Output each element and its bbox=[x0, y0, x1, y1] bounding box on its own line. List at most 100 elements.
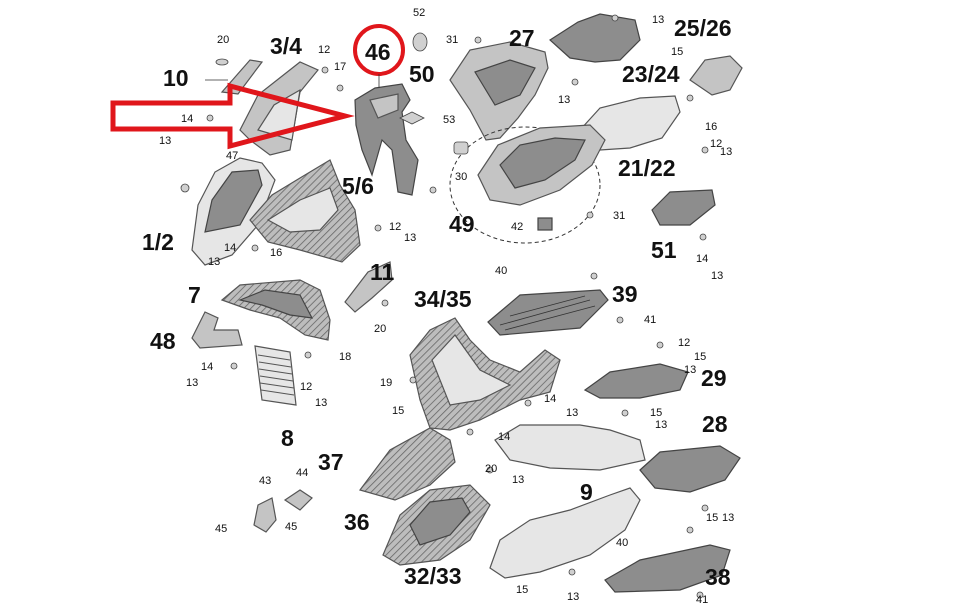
label-hw: 12 bbox=[389, 221, 401, 233]
label-hw: 17 bbox=[334, 61, 346, 73]
part-44-bracket-icon bbox=[283, 489, 313, 511]
label-hw: 13 bbox=[208, 256, 220, 268]
bolt-icons bbox=[180, 14, 709, 599]
part-27-shape bbox=[549, 13, 641, 63]
label-hw: 41 bbox=[644, 314, 656, 326]
label-hw: 44 bbox=[296, 467, 308, 479]
label-hw: 45 bbox=[215, 523, 227, 535]
label-part-49: 49 bbox=[449, 211, 475, 237]
label-part-38: 38 bbox=[705, 564, 731, 590]
part-28-shape bbox=[639, 445, 741, 493]
part-32-33-shape bbox=[489, 487, 641, 579]
label-hw: 12 bbox=[678, 337, 690, 349]
label-hw: 13 bbox=[711, 270, 723, 282]
label-hw: 18 bbox=[339, 351, 351, 363]
label-part-21-22: 21/22 bbox=[618, 155, 676, 181]
label-hw: 13 bbox=[512, 474, 524, 486]
label-part-23-24: 23/24 bbox=[622, 61, 680, 87]
label-part-39: 39 bbox=[612, 281, 638, 307]
label-hw: 53 bbox=[443, 114, 455, 126]
label-hw: 13 bbox=[652, 14, 664, 26]
label-hw: 16 bbox=[270, 247, 282, 259]
part-39-shape bbox=[487, 289, 609, 336]
label-hw: 13 bbox=[567, 591, 579, 603]
label-part-11: 11 bbox=[370, 259, 395, 285]
label-part-10: 10 bbox=[163, 65, 189, 91]
part-49-dashed-outline bbox=[449, 126, 601, 244]
part-29-shape bbox=[583, 363, 689, 399]
part-34-35-inner bbox=[431, 334, 512, 406]
label-part-50: 50 bbox=[409, 61, 435, 87]
big-labels: 46 3/4 10 5/6 1/2 11 7 48 8 34/35 39 50 … bbox=[142, 15, 732, 590]
label-hw: 20 bbox=[374, 323, 386, 335]
label-part-36: 36 bbox=[344, 509, 370, 535]
part-42-pad-icon bbox=[537, 217, 553, 231]
label-hw: 20 bbox=[217, 34, 229, 46]
label-part-51: 51 bbox=[651, 237, 677, 263]
label-hw: 12 bbox=[300, 381, 312, 393]
label-hw: 13 bbox=[722, 512, 734, 524]
label-hw: 31 bbox=[446, 34, 458, 46]
part-8-shape bbox=[254, 345, 297, 406]
part-46-inner bbox=[369, 93, 399, 119]
label-hw: 19 bbox=[380, 377, 392, 389]
label-part-48: 48 bbox=[150, 328, 176, 354]
label-hw: 47 bbox=[226, 150, 238, 162]
label-part-34-35: 34/35 bbox=[414, 286, 472, 312]
label-hw: 15 bbox=[516, 584, 528, 596]
label-hw: 14 bbox=[224, 242, 236, 254]
part-52-grommet-icon bbox=[412, 32, 428, 52]
part-46-shape bbox=[354, 83, 419, 196]
part-9-shape bbox=[494, 424, 646, 471]
label-hw: 12 bbox=[318, 44, 330, 56]
part-11-shape bbox=[344, 261, 393, 313]
label-part-7: 7 bbox=[188, 282, 201, 308]
label-hw: 16 bbox=[705, 121, 717, 133]
label-hw: 20 bbox=[485, 463, 497, 475]
part-25-26-shape bbox=[689, 55, 743, 96]
label-hw: 13 bbox=[404, 232, 416, 244]
part-1-2-window bbox=[204, 169, 263, 233]
small-labels: 52 20 12 17 31 13 15 14 13 16 47 53 30 1… bbox=[159, 7, 734, 606]
label-hw: 15 bbox=[650, 407, 662, 419]
label-hw: 15 bbox=[392, 405, 404, 417]
label-part-27: 27 bbox=[509, 25, 535, 51]
label-hw: 13 bbox=[566, 407, 578, 419]
label-hw: 13 bbox=[684, 364, 696, 376]
label-hw: 13 bbox=[186, 377, 198, 389]
label-part-32-33: 32/33 bbox=[404, 563, 462, 589]
label-hw: 13 bbox=[720, 146, 732, 158]
label-hw: 13 bbox=[315, 397, 327, 409]
label-hw: 30 bbox=[455, 171, 467, 183]
part-49-inner bbox=[499, 137, 586, 189]
label-part-46: 46 bbox=[365, 39, 391, 65]
label-hw: 31 bbox=[613, 210, 625, 222]
label-hw: 15 bbox=[706, 512, 718, 524]
label-part-5-6: 5/6 bbox=[342, 173, 374, 199]
part-43-bracket-icon bbox=[253, 497, 277, 533]
part-5-6-inner bbox=[266, 187, 339, 233]
highlight-arrow-icon bbox=[110, 82, 355, 150]
label-part-9: 9 bbox=[580, 479, 593, 505]
label-hw: 14 bbox=[696, 253, 708, 265]
label-hw: 14 bbox=[181, 113, 193, 125]
part-20-washer-icon bbox=[215, 58, 229, 66]
label-hw: 13 bbox=[655, 419, 667, 431]
part-36-inner bbox=[409, 497, 471, 546]
label-part-29: 29 bbox=[701, 365, 727, 391]
part-37-shape bbox=[358, 427, 456, 501]
label-hw: 14 bbox=[498, 431, 510, 443]
label-hw: 43 bbox=[259, 475, 271, 487]
label-part-37: 37 bbox=[318, 449, 344, 475]
part-48-shape bbox=[191, 311, 243, 349]
label-hw: 40 bbox=[616, 537, 628, 549]
label-hw: 13 bbox=[558, 94, 570, 106]
label-hw: 15 bbox=[694, 351, 706, 363]
part-50-inner bbox=[474, 59, 536, 106]
label-hw: 41 bbox=[696, 594, 708, 606]
part-23-24-shape bbox=[579, 95, 681, 151]
label-part-1-2: 1/2 bbox=[142, 229, 174, 255]
part-38-shape bbox=[604, 544, 731, 593]
